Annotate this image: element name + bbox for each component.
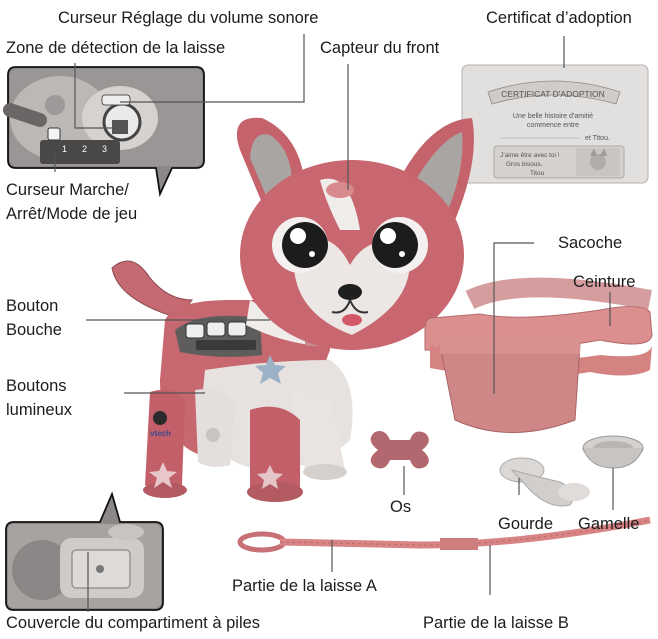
bone-accessory <box>370 431 429 469</box>
label-forehead-sensor: Capteur du front <box>320 39 440 57</box>
bowl-accessory <box>582 435 644 469</box>
leash <box>237 516 651 553</box>
adoption-certificate: CERTIFICAT D'ADOPTION Une belle histoire… <box>461 64 649 184</box>
certificate-line1: Une belle histoire d’amitié <box>513 113 593 120</box>
certificate-note3: Titou <box>530 170 545 177</box>
label-bowl: Gamelle <box>578 515 640 533</box>
certificate-line3: et Titou. <box>585 135 610 142</box>
inset-battery-cover <box>5 491 164 611</box>
mode-number-2: 2 <box>82 144 87 154</box>
bottle-accessory <box>499 457 590 507</box>
label-pouch: Sacoche <box>558 234 623 252</box>
certificate-note2: Gros bisous. <box>506 161 543 168</box>
label-mouth-button-line1: Bouton <box>6 297 59 315</box>
mode-number-3: 3 <box>102 144 107 154</box>
certificate-note1: J’aime être avec toi ! <box>500 152 560 159</box>
label-mouth-button-line2: Bouche <box>6 321 62 339</box>
label-leash-detection-zone: Zone de détection de la laisse <box>6 39 226 57</box>
robot-dog: vtech <box>111 260 360 502</box>
vtech-logo: vtech <box>150 429 171 438</box>
label-bone: Os <box>390 498 412 516</box>
label-power-slider-line1: Curseur Marche/ <box>6 181 129 199</box>
label-power-slider-line2: Arrêt/Mode de jeu <box>6 205 138 223</box>
label-adoption-certificate: Certificat d’adoption <box>486 9 632 27</box>
label-battery-cover: Couvercle du compartiment à piles <box>6 614 261 632</box>
inset-top-controls: 1 2 3 <box>3 66 205 198</box>
dog-head <box>236 117 474 350</box>
leader-lines <box>54 34 614 612</box>
label-belt: Ceinture <box>573 273 636 291</box>
mode-number-1: 1 <box>62 144 67 154</box>
belt-and-pouch <box>424 277 653 433</box>
leader-pouch <box>493 242 534 394</box>
label-bottle: Gourde <box>498 515 554 533</box>
label-leash-part-a: Partie de la laisse A <box>232 577 377 595</box>
label-light-buttons-line1: Boutons <box>6 377 67 395</box>
certificate-title: CERTIFICAT D'ADOPTION <box>501 89 605 99</box>
certificate-line2: commence entre <box>527 122 579 129</box>
label-volume-slider: Curseur Réglage du volume sonore <box>58 9 319 27</box>
label-light-buttons-line2: lumineux <box>6 401 73 419</box>
label-leash-part-b: Partie de la laisse B <box>423 614 569 632</box>
leader-volume <box>120 34 305 103</box>
leader-leash-zone <box>74 63 118 129</box>
